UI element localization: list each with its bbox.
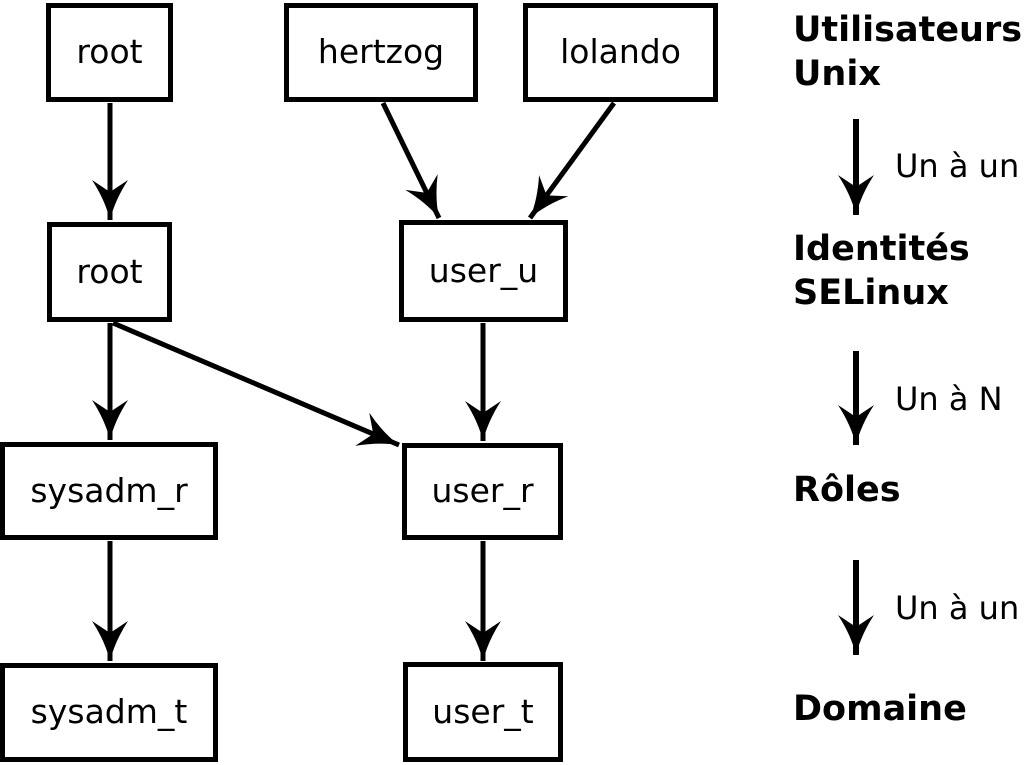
node-unix-root-label: root bbox=[76, 32, 143, 72]
node-unix-hertzog: hertzog bbox=[284, 3, 478, 102]
arrow-hertzog-to-user_u bbox=[380, 101, 442, 220]
legend-label-un-a-un-2: Un à un bbox=[895, 589, 1020, 627]
node-selinux-user_u-label: user_u bbox=[428, 250, 539, 290]
legend-title-identites-selinux: Identités SELinux bbox=[793, 227, 970, 315]
node-role-user_r-label: user_r bbox=[431, 471, 534, 511]
node-domain-user_t-label: user_t bbox=[432, 691, 534, 731]
legend-label-un-a-un-1: Un à un bbox=[895, 147, 1020, 185]
legend-title-utilisateurs-line1: Utilisateurs bbox=[793, 10, 1023, 50]
arrow-root-to-user_r bbox=[112, 320, 400, 448]
node-unix-hertzog-label: hertzog bbox=[317, 32, 445, 72]
arrow-lolando-to-user_u bbox=[527, 101, 617, 220]
legend-title-roles: Rôles bbox=[793, 470, 901, 510]
node-domain-sysadm_t: sysadm_t bbox=[0, 663, 218, 762]
node-domain-sysadm_t-label: sysadm_t bbox=[30, 692, 188, 732]
legend-title-identites-line2: SELinux bbox=[793, 273, 949, 313]
legend-title-utilisateurs-unix: Utilisateurs Unix bbox=[793, 8, 1022, 96]
node-unix-lolando: lolando bbox=[523, 3, 718, 102]
legend-title-identites-line1: Identités bbox=[793, 229, 970, 269]
node-unix-root: root bbox=[46, 3, 173, 102]
node-unix-lolando-label: lolando bbox=[560, 32, 681, 72]
node-role-sysadm_r: sysadm_r bbox=[0, 442, 218, 540]
node-selinux-user_u: user_u bbox=[399, 220, 568, 322]
node-role-sysadm_r-label: sysadm_r bbox=[30, 470, 188, 510]
node-selinux-root: root bbox=[47, 222, 172, 322]
legend-title-domaine: Domaine bbox=[793, 689, 967, 729]
legend-title-utilisateurs-line2: Unix bbox=[793, 54, 881, 94]
node-selinux-root-label: root bbox=[76, 251, 143, 291]
node-domain-user_t: user_t bbox=[403, 662, 563, 762]
node-role-user_r: user_r bbox=[402, 443, 563, 540]
legend-label-un-a-n: Un à N bbox=[895, 380, 1003, 418]
